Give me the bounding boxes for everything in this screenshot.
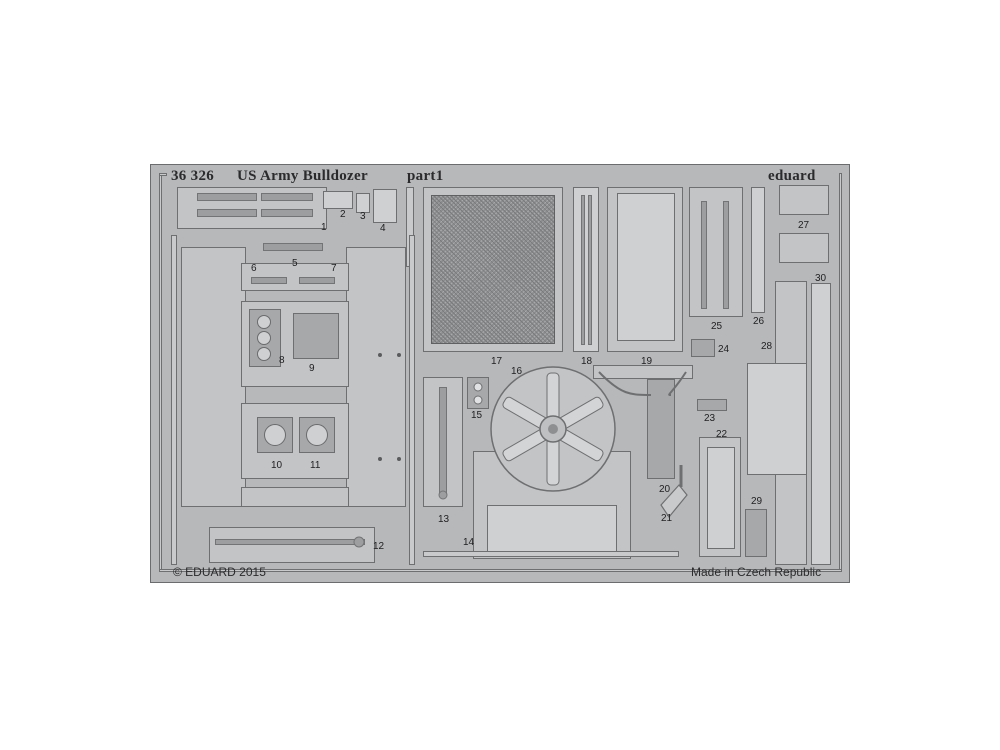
detail-drawing-layer bbox=[353, 366, 688, 548]
sprue-rail-bottom bbox=[159, 569, 842, 572]
part-10-disc bbox=[264, 424, 286, 446]
part-18-strip bbox=[588, 195, 592, 345]
part-13-end bbox=[438, 490, 448, 500]
mount-hole bbox=[397, 353, 401, 357]
part-label-16: 16 bbox=[511, 366, 523, 377]
part-label-14: 14 bbox=[463, 537, 475, 548]
part-label-6: 6 bbox=[251, 263, 257, 274]
part-5 bbox=[263, 243, 323, 251]
mount-hole bbox=[397, 457, 401, 461]
part-9 bbox=[293, 313, 339, 359]
copyright-text: © EDUARD 2015 bbox=[173, 565, 266, 579]
sprue-rail bbox=[409, 235, 415, 565]
part-16-hub-center bbox=[548, 424, 558, 434]
part-label-10: 10 bbox=[271, 460, 283, 471]
part-label-30: 30 bbox=[815, 273, 827, 284]
part-label-12: 12 bbox=[373, 541, 385, 552]
part-19-panel bbox=[617, 193, 675, 341]
part-1-strip bbox=[261, 209, 313, 217]
part-1-strip bbox=[197, 209, 257, 217]
part-label-1: 1 bbox=[321, 222, 327, 233]
part-8-ring bbox=[257, 347, 271, 361]
part-1-strip bbox=[261, 193, 313, 201]
part-26 bbox=[751, 187, 765, 313]
part-label-20: 20 bbox=[659, 484, 671, 495]
part-29 bbox=[745, 509, 767, 557]
part-30 bbox=[811, 283, 831, 565]
part-12-knob bbox=[353, 536, 365, 548]
part-4 bbox=[373, 189, 397, 223]
part-8-ring bbox=[257, 331, 271, 345]
part-20-rail bbox=[593, 365, 693, 379]
part-label-26: 26 bbox=[753, 316, 765, 327]
mount-hole bbox=[378, 457, 382, 461]
part-21 bbox=[660, 484, 688, 519]
part-label-25: 25 bbox=[711, 321, 723, 332]
part-1-strip bbox=[197, 193, 257, 201]
part-18 bbox=[573, 187, 599, 352]
part-25 bbox=[689, 187, 743, 317]
part-label-13: 13 bbox=[438, 514, 450, 525]
part-8-ring bbox=[257, 315, 271, 329]
sheet-code: 36 326 bbox=[171, 168, 215, 184]
brand-logo: eduard bbox=[768, 168, 816, 184]
part-6 bbox=[251, 277, 287, 284]
lower-bars-frame bbox=[241, 487, 349, 507]
part-label-7: 7 bbox=[331, 263, 337, 274]
part-18-strip bbox=[581, 195, 585, 345]
mount-hole bbox=[378, 353, 382, 357]
part-14-rail bbox=[423, 551, 679, 557]
part-label-22: 22 bbox=[716, 429, 728, 440]
part-28 bbox=[747, 363, 807, 475]
part-24 bbox=[691, 339, 715, 357]
part-label-11: 11 bbox=[310, 460, 321, 471]
part-14 bbox=[487, 505, 617, 555]
part-20-branch bbox=[598, 371, 687, 396]
part-3 bbox=[356, 193, 370, 213]
part-25-rod bbox=[701, 201, 707, 309]
part-15-hole bbox=[473, 382, 483, 392]
part-2 bbox=[323, 191, 353, 209]
part-25-rod bbox=[723, 201, 729, 309]
part-27-set-bottom bbox=[779, 233, 829, 263]
sheet-part: part1 bbox=[407, 168, 444, 184]
origin-text: Made in Czech Republic bbox=[691, 565, 822, 579]
side-panel-left bbox=[181, 247, 246, 507]
part-label-28: 28 bbox=[761, 341, 773, 352]
photo-etch-sheet: 36 326 US Army Bulldozer part1 eduard bbox=[150, 164, 850, 583]
part-27-set-top bbox=[779, 185, 829, 215]
part-label-24: 24 bbox=[718, 344, 730, 355]
sheet-title: US Army Bulldozer bbox=[237, 168, 368, 184]
part-label-23: 23 bbox=[704, 413, 716, 424]
part-label-19: 19 bbox=[641, 356, 653, 367]
part-17-mesh-screen bbox=[431, 195, 555, 344]
part-label-4: 4 bbox=[380, 223, 386, 234]
part-label-29: 29 bbox=[751, 496, 763, 507]
part-label-8: 8 bbox=[279, 355, 285, 366]
part-label-15: 15 bbox=[471, 410, 483, 421]
part-label-18: 18 bbox=[581, 356, 593, 367]
part-22 bbox=[707, 447, 735, 549]
part-label-5: 5 bbox=[292, 258, 298, 269]
part-23 bbox=[697, 399, 727, 411]
sprue-rail bbox=[171, 235, 177, 565]
part-label-21: 21 bbox=[661, 513, 673, 524]
part-label-2: 2 bbox=[340, 209, 346, 220]
part-label-9: 9 bbox=[309, 363, 315, 374]
part-label-27: 27 bbox=[798, 220, 810, 231]
part-15-hole bbox=[473, 395, 483, 405]
part-label-17: 17 bbox=[491, 356, 503, 367]
part-11-disc bbox=[306, 424, 328, 446]
part-12 bbox=[209, 527, 375, 563]
sprue-rail-top-left bbox=[159, 173, 167, 176]
part-7 bbox=[299, 277, 335, 284]
part-label-3: 3 bbox=[360, 211, 366, 222]
part-15 bbox=[467, 377, 489, 409]
